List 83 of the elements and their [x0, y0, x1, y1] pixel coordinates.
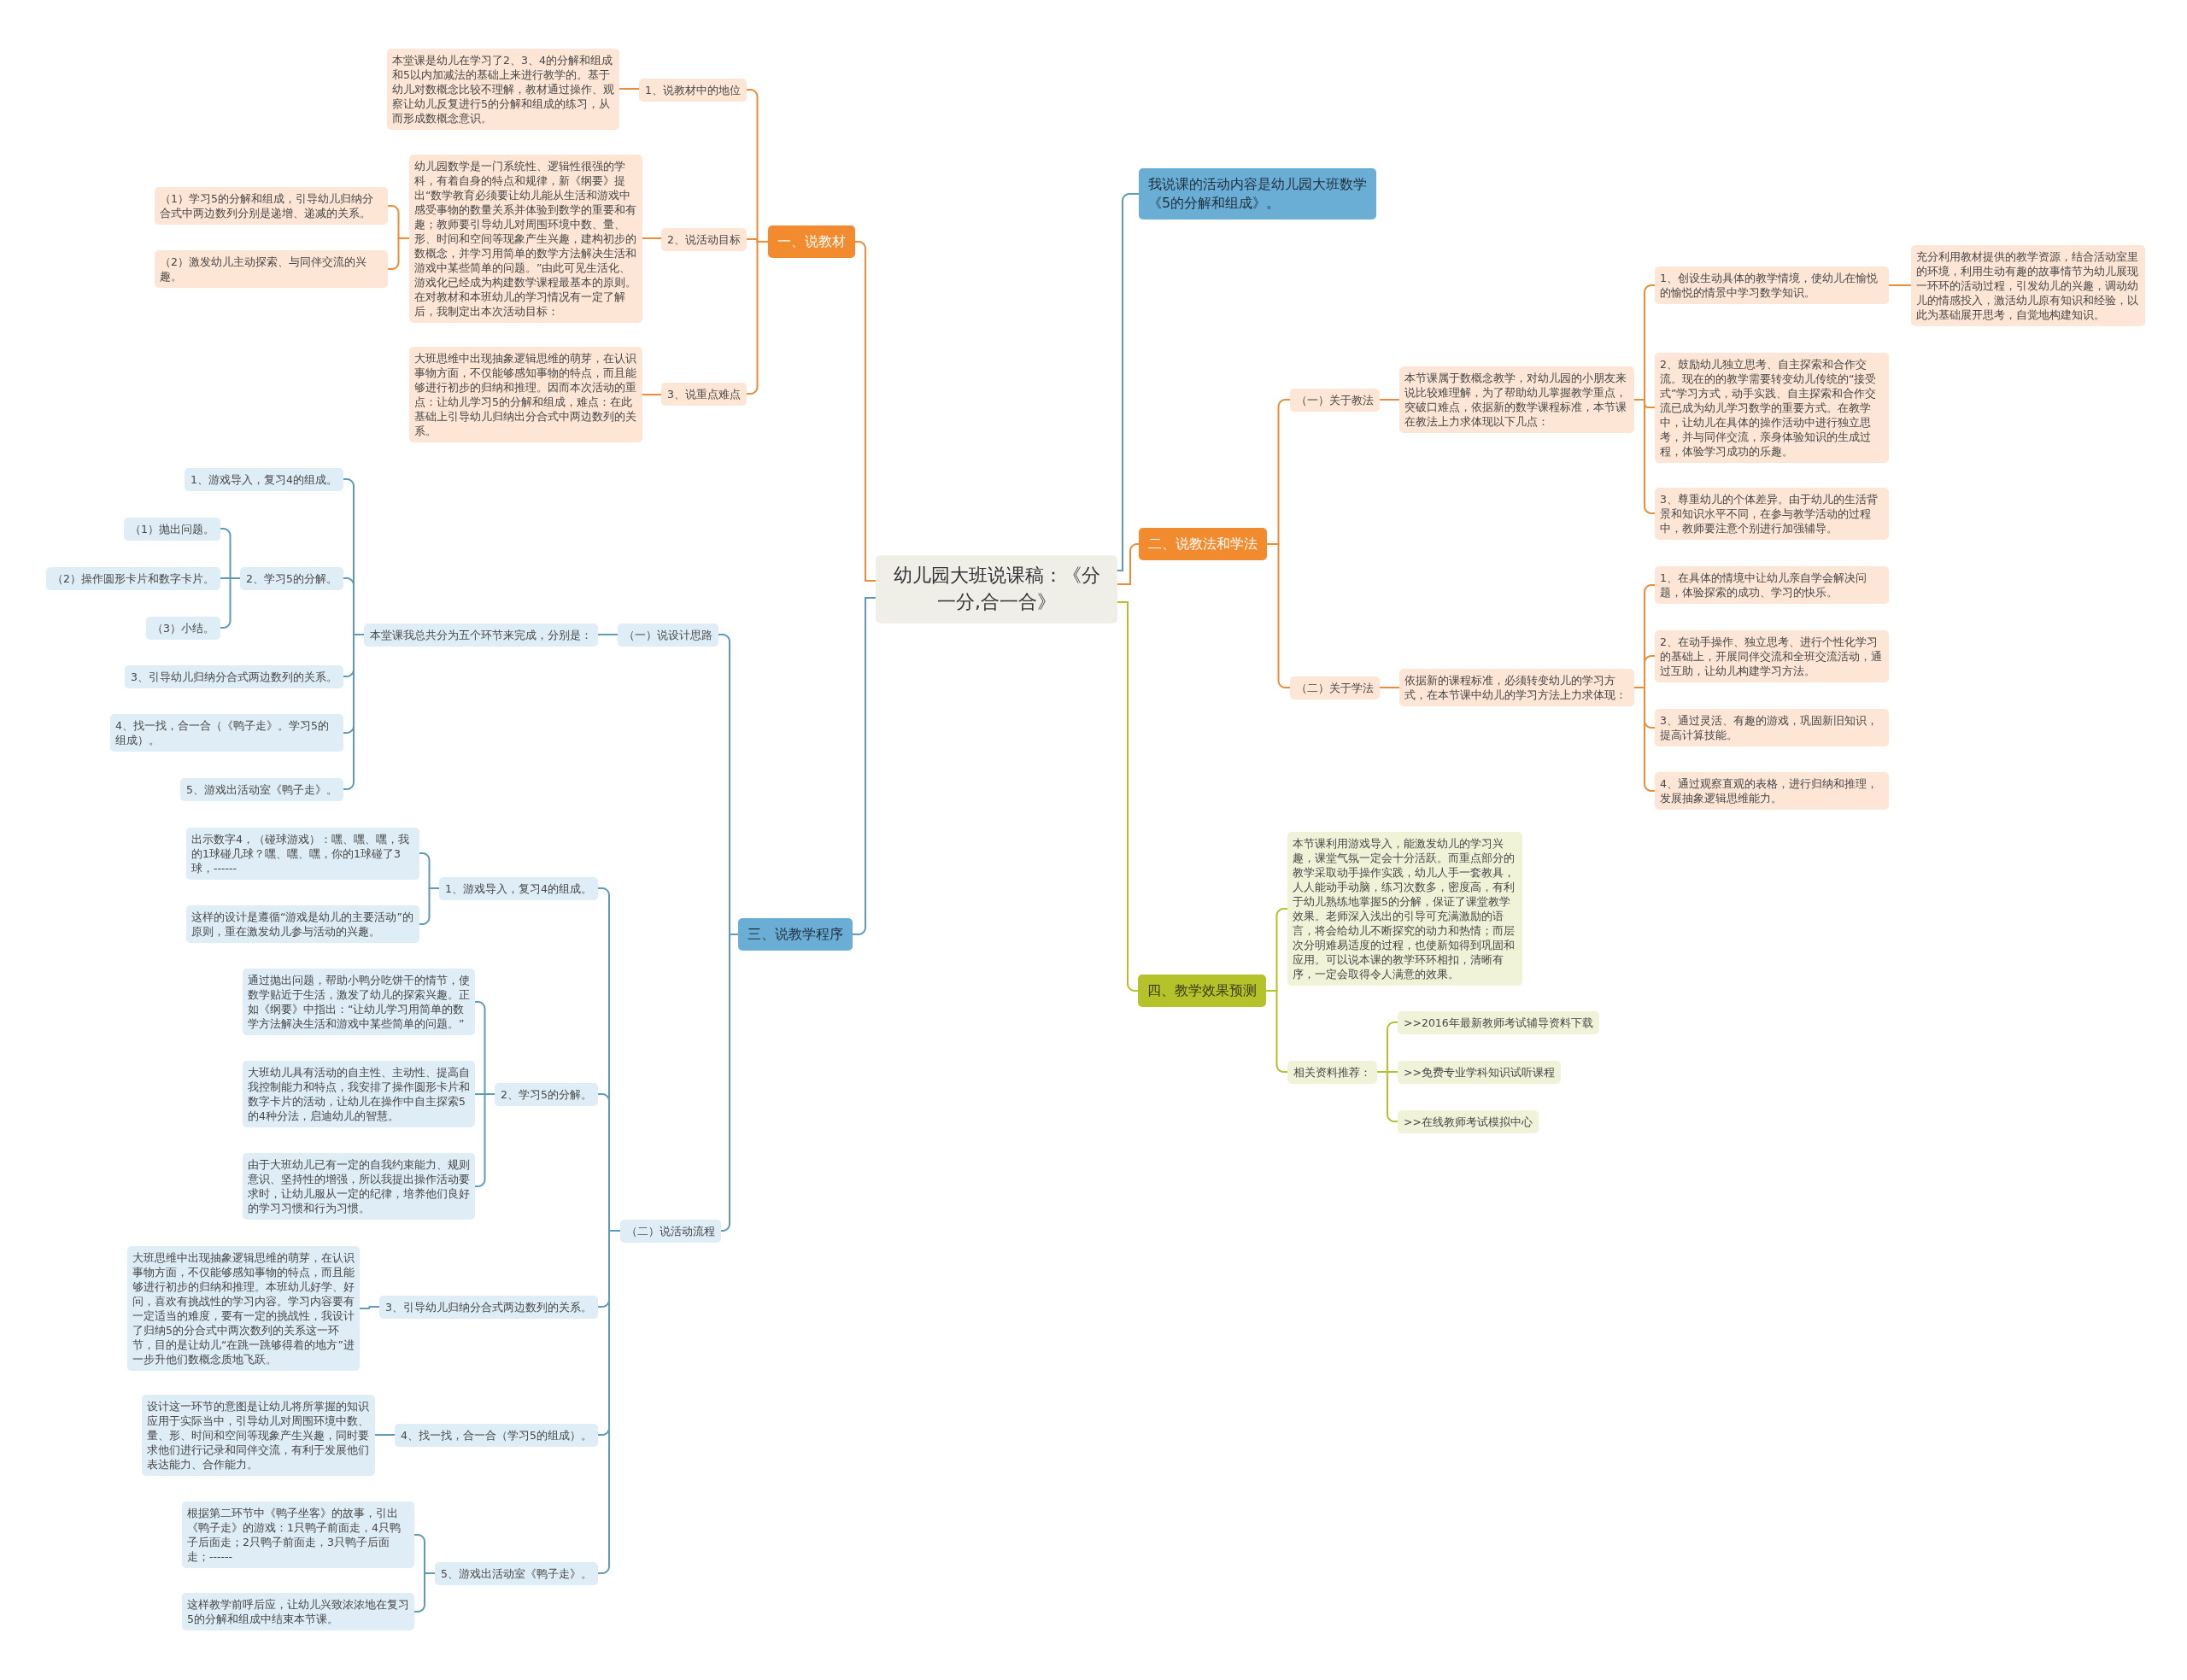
- connector-line: [1265, 990, 1288, 1073]
- connector-line: [474, 1093, 495, 1187]
- connector-line: [1633, 399, 1656, 514]
- detail-note: 2、在动手操作、独立思考、进行个性化学习的基础上，开展同伴交流和全班交流活动，通过互助，让幼儿构建学习方法。: [1655, 629, 1889, 682]
- detail-note: 依据新的课程标准，必须转变幼儿的学习方式，在本节课中幼儿的学习方法上力求体现：: [1399, 669, 1634, 706]
- main-topic: 我说课的活动内容是幼儿园大班数学《5的分解和组成》。: [1139, 168, 1376, 220]
- connector-line: [642, 237, 662, 239]
- connector-line: [419, 887, 440, 925]
- subtopic: >>2016年最新教师考试辅导资料下载: [1398, 1010, 1599, 1034]
- subtopic: >>在线教师考试模拟中心: [1398, 1109, 1539, 1133]
- connector-line: [619, 88, 640, 90]
- detail-note: 本节课属于数概念教学，对幼儿园的小朋友来说比较难理解，为了帮助幼儿掌握教学重点，突破口难点，依据新的数学课程标准，本节课在教法上力求体现以下几点：: [1399, 366, 1634, 433]
- subtopic: （一）说设计思路: [618, 623, 718, 647]
- detail-note: 根据第二环节中《鸭子坐客》的故事，引出《鸭子走》的游戏：1只鸭子前面走，4只鸭子后面走；2只鸭子前面走，3只鸭子后面走；------: [182, 1501, 414, 1568]
- detail-note: 1、创设生动具体的教学情境，使幼儿在愉悦的愉悦的情景中学习数学知识。: [1655, 266, 1889, 304]
- detail-note: 4、找一找，合一合（《鸭子走》。学习5的组成）。: [110, 714, 343, 752]
- detail-note: 幼儿园数学是一门系统性、逻辑性很强的学科，有着自身的特点和规律，新《纲要》提出“数学教育必须要让幼儿能从生活和游戏中感受事物的数量关系并体验到数学的重要和有趣；教师要引导幼儿对周围环境中数、量、形、时间和空间等现象产生兴趣，建构初步的数概念，并学习用简单的数学方法解决生活和游戏中某些简单的问题。”由此可见生活化、游戏化已经成为构建数学课程最基本的原则。在对教材和本班幼儿的学习情况有一定了解后，我制定出本次活动目标：: [409, 154, 642, 323]
- detail-note: （2）激发幼儿主动探索、与同伴交流的兴趣。: [155, 250, 388, 288]
- detail-note: 出示数字4，（碰球游戏）：嘿、嘿、嘿，我的1球碰几球？嘿、嘿、嘿，你的1球碰了3球，------: [186, 827, 419, 880]
- subtopic: （二）说活动流程: [620, 1219, 721, 1243]
- detail-note: 充分利用教材提供的教学资源，结合活动室里的环境，利用生动有趣的故事情节为幼儿展现一环环的活动过程，引发幼儿的兴趣，调动幼儿的情感投入，激活幼儿原有知识和经验，以此为基础展开思考，自觉地构建知识。: [1911, 244, 2145, 326]
- subtopic: 1、说教材中的地位: [639, 78, 747, 102]
- detail-note: 本堂课是幼儿在学习了2、3、4的分解和组成和5以内加减法的基础上来进行教学的。基于幼儿对数概念比较不理解，教材通过操作、观察让幼儿反复进行5的分解和组成的练习，从而形成数概念意识。: [387, 48, 619, 130]
- connector-line: [343, 634, 365, 790]
- main-topic: 一、说教材: [768, 225, 855, 258]
- subtopic: 1、游戏导入，复习4的组成。: [439, 876, 598, 900]
- subtopic: 4、找一找，合一合（学习5的组成）。: [395, 1423, 598, 1447]
- detail-note: 由于大班幼儿已有一定的自我约束能力、规则意识、坚持性的增强，所以我提出操作活动要求时，让幼儿服从一定的纪律，培养他们良好的学习习惯和行为习惯。: [243, 1153, 475, 1220]
- subtopic: 本堂课我总共分为五个环节来完成，分别是：: [364, 623, 598, 647]
- connector-line: [1117, 601, 1139, 992]
- subtopic: （一）关于教法: [1290, 388, 1380, 412]
- connector-line: [1379, 687, 1400, 688]
- connector-line: [642, 394, 662, 395]
- detail-note: 通过抛出问题，帮助小鸭分吃饼干的情节，使数学贴近于生活，激发了幼儿的探索兴趣。正如《纲要》中指出：“让幼儿学习用简单的数学方法解决生活和游戏中某些简单的问题。”: [243, 969, 475, 1035]
- detail-note: 1、在具体的情境中让幼儿亲自学会解决问题，体验探索的成功、学习的快乐。: [1655, 566, 1889, 604]
- subtopic: >>免费专业学科知识试听课程: [1398, 1060, 1561, 1084]
- subtopic: （二）关于学法: [1290, 676, 1380, 700]
- central-topic: 幼儿园大班说课稿：《分一分,合一合》: [876, 555, 1117, 623]
- detail-note: 设计这一环节的意图是让幼儿将所掌握的知识应用于实际当中，引导幼儿对周围环境中数、量、形、时间和空间等现象产生兴趣，同时要求他们进行记录和同伴交流，有利于发展他们表达能力、合作能力。: [142, 1394, 375, 1476]
- subtopic: 相关资料推荐：: [1287, 1060, 1377, 1084]
- connector-line: [387, 237, 410, 270]
- main-topic: 二、说教法和学法: [1139, 528, 1267, 560]
- detail-note: 大班思维中出现抽象逻辑思维的萌芽，在认识事物方面，不仅能够感知事物的特点，而且能够进行初步的归纳和推理。因而本次活动的重点：让幼儿学习5的分解和组成，难点：在此基础上引导幼儿归纳出分合式中两边数列的关系。: [409, 347, 642, 442]
- connector-line: [1117, 543, 1140, 585]
- subtopic: （1）抛出问题。: [124, 517, 220, 541]
- connector-line: [359, 1306, 380, 1309]
- subtopic: 1、游戏导入，复习4的组成。: [185, 467, 343, 491]
- subtopic: 3、引导幼儿归纳分合式两边数列的关系。: [379, 1295, 598, 1319]
- detail-note: 3、尊重幼儿的个体差异。由于幼儿的生活背景和知识水平不同，在参与教学活动的过程中，教师要注意个别进行加强辅导。: [1655, 487, 1889, 540]
- detail-note: 这样的设计是遵循“游戏是幼儿的主要活动”的原则，重在激发幼儿参与活动的兴趣。: [186, 905, 419, 943]
- main-topic: 三、说教学程序: [738, 918, 853, 951]
- connector-line: [1266, 543, 1291, 688]
- detail-note: 本节课利用游戏导入，能激发幼儿的学习兴趣，课堂气氛一定会十分活跃。而重点部分的教学采取动手操作实践，幼儿人手一套教具，人人能动手动脑，练习次数多，密度高，有利于幼儿熟练地掌握5的分解，保证了课堂教学效果。老师深入浅出的引导可充满激励的语言，将会给幼儿不断探究的动力和热情；而层次分明难易适度的过程，也使新知得到巩固和应用。可以说本课的教学环环相扣，清晰有序，一定会取得令人满意的效果。: [1287, 832, 1522, 986]
- subtopic: （2）操作圆形卡片和数字卡片。: [46, 566, 220, 590]
- connector-line: [1379, 399, 1400, 401]
- subtopic: 5、游戏出活动室《鸭子走》。: [435, 1561, 598, 1585]
- connector-line: [1376, 1071, 1398, 1122]
- detail-note: 大班幼儿具有活动的自主性、主动性、提高自我控制能力和特点，我安排了操作圆形卡片和数字卡片的活动，让幼儿在操作中自主探索5的4种分法，启迪幼儿的智慧。: [243, 1061, 475, 1127]
- connector-line: [374, 1434, 396, 1436]
- subtopic: 2、学习5的分解。: [495, 1082, 598, 1106]
- subtopic: 3、说重点难点: [661, 382, 747, 406]
- detail-note: （1）学习5的分解和组成，引导幼儿归纳分合式中两边数列分别是递增、递减的关系。: [155, 187, 388, 225]
- connector-line: [720, 934, 739, 1232]
- connector-line: [1633, 687, 1656, 792]
- subtopic: 2、说活动目标: [661, 227, 747, 251]
- detail-note: 3、通过灵活、有趣的游戏，巩固新旧知识，提高计算技能。: [1655, 709, 1889, 746]
- subtopic: 2、学习5的分解。: [240, 566, 343, 590]
- detail-note: 2、鼓励幼儿独立思考、自主探索和合作交流。现在的的教学需要转变幼儿传统的“接受式”学习方式，动手实践、自主探索和合作交流已成为幼儿学习数学的重要方式。在教学中，让幼儿在具体的操作活动中进行独立思考，并与同伴交流，亲身体验知识的生成过程，体验学习成功的乐趣。: [1655, 352, 1889, 463]
- connector-line: [220, 577, 241, 629]
- subtopic: （3）小结。: [146, 616, 220, 640]
- connector-line: [597, 634, 619, 635]
- detail-note: 大班思维中出现抽象逻辑思维的萌芽，在认识事物方面，不仅能够感知事物的特点，而且能够进行初步的归纳和推理。本班幼儿好学、好问，喜欢有挑战性的学习内容。学习内容要有一定适当的难度，要有一定的挑战性，我设计了归纳5的分合式中两次数列的关系这一环节，目的是让幼儿“在跳一跳够得着的地方”进一步升他们数概念质地飞跃。: [127, 1246, 360, 1371]
- connector-line: [1888, 284, 1912, 286]
- connector-line: [852, 597, 877, 935]
- detail-note: 这样教学前呼后应，让幼儿兴致浓浓地在复习5的分解和组成中结束本节课。: [182, 1593, 414, 1630]
- detail-note: 4、通过观察直观的表格，进行归纳和推理，发展抽象逻辑思维能力。: [1655, 772, 1889, 810]
- connector-line: [1117, 193, 1140, 571]
- connector-line: [413, 1572, 436, 1613]
- subtopic: 5、游戏出活动室《鸭子走》。: [180, 777, 343, 801]
- subtopic: 3、引导幼儿归纳分合式两边数列的关系。: [125, 664, 343, 688]
- connector-line: [854, 241, 877, 582]
- main-topic: 四、教学效果预测: [1138, 975, 1266, 1007]
- connector-line: [746, 241, 769, 395]
